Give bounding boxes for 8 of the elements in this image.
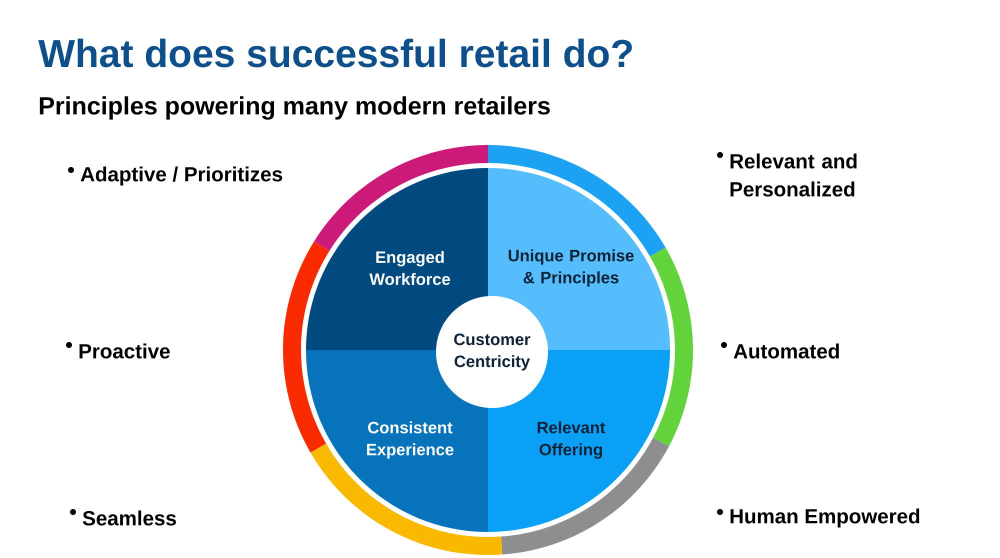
title: What does successful retail do? (38, 38, 632, 68)
principle-text: Relevant and Personalized (730, 153, 857, 197)
principle-text: Seamless (82, 510, 176, 526)
principle-text: Proactive (80, 343, 170, 359)
principle-text: Human Empowered (730, 508, 920, 528)
principle-text: Adaptive / Prioritizes (80, 166, 282, 186)
subtitle: Principles powering many modern retailers (40, 96, 550, 120)
principle-text: Automated (734, 343, 839, 359)
